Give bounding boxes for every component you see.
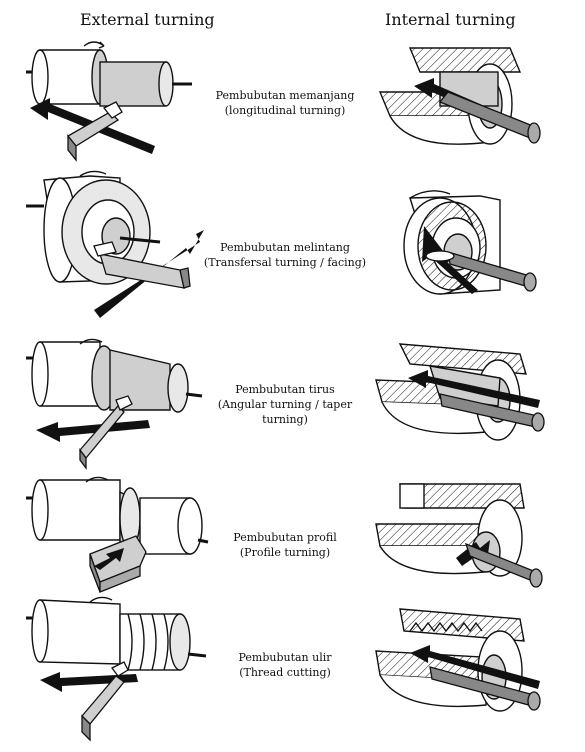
internal-facing-figure <box>403 190 537 295</box>
label-sub: (Thread cutting) <box>239 666 331 679</box>
label-name: Pembubutan profil <box>233 531 337 544</box>
internal-longitudinal-figure <box>378 47 541 145</box>
label-sub: (Transfersal turning / facing) <box>203 256 367 269</box>
label-facing: Pembubutan melintang (Transfersal turnin… <box>200 240 370 270</box>
label-thread: Pembubutan ulir (Thread cutting) <box>200 650 370 680</box>
label-sub: (Profile turning) <box>239 546 331 559</box>
external-taper-figure <box>26 338 203 470</box>
external-profile-figure <box>26 476 209 593</box>
internal-thread-figure <box>375 608 541 712</box>
label-taper: Pembubutan tirus (Angular turning / tape… <box>200 382 370 427</box>
internal-taper-figure <box>375 343 545 441</box>
label-longitudinal: Pembubutan memanjang (longitudinal turni… <box>200 88 370 118</box>
label-name: Pembubutan melintang <box>220 241 350 254</box>
external-thread-figure <box>26 596 207 742</box>
label-sub: (Angular turning / taper turning) <box>217 398 353 426</box>
external-facing-figure <box>26 170 204 318</box>
internal-profile-figure <box>375 483 543 588</box>
external-longitudinal-figure <box>26 41 192 162</box>
label-name: Pembubutan memanjang <box>215 89 355 102</box>
external-turning-header: External turning <box>80 10 215 29</box>
label-sub: (longitudinal turning) <box>224 104 346 117</box>
label-name: Pembubutan ulir <box>238 651 332 664</box>
label-name: Pembubutan tirus <box>235 383 335 396</box>
label-profile: Pembubutan profil (Profile turning) <box>200 530 370 560</box>
internal-turning-header: Internal turning <box>385 10 516 29</box>
